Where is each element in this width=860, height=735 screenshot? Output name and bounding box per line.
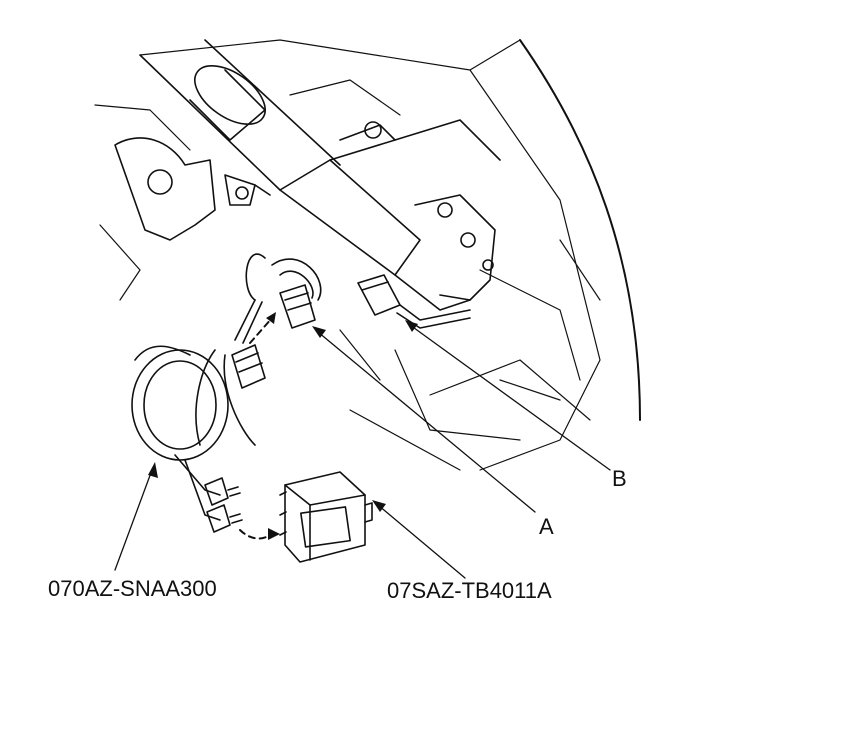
test-harness <box>131 253 322 521</box>
steering-column <box>139 39 501 311</box>
harness-connector-upper <box>279 284 316 329</box>
plug-pair-bottom <box>206 504 243 533</box>
callout-a-label: A <box>539 514 554 539</box>
arrowheads <box>266 312 280 540</box>
plug-pair-top <box>204 477 241 506</box>
harness-part-number-label: 070AZ-SNAA300 <box>48 576 217 601</box>
left-bracket <box>114 137 271 241</box>
test-box <box>279 471 373 563</box>
harness-connector-lower <box>231 344 266 389</box>
connector-b <box>357 274 471 329</box>
leader-arrowheads <box>148 320 418 512</box>
dash-panel-outline <box>94 39 641 471</box>
connection-arrows <box>239 317 273 540</box>
column-bracket <box>414 194 496 301</box>
box-part-number-label: 07SAZ-TB4011A <box>387 578 552 603</box>
callout-b-label: B <box>612 466 627 491</box>
leader-lines <box>114 324 611 579</box>
